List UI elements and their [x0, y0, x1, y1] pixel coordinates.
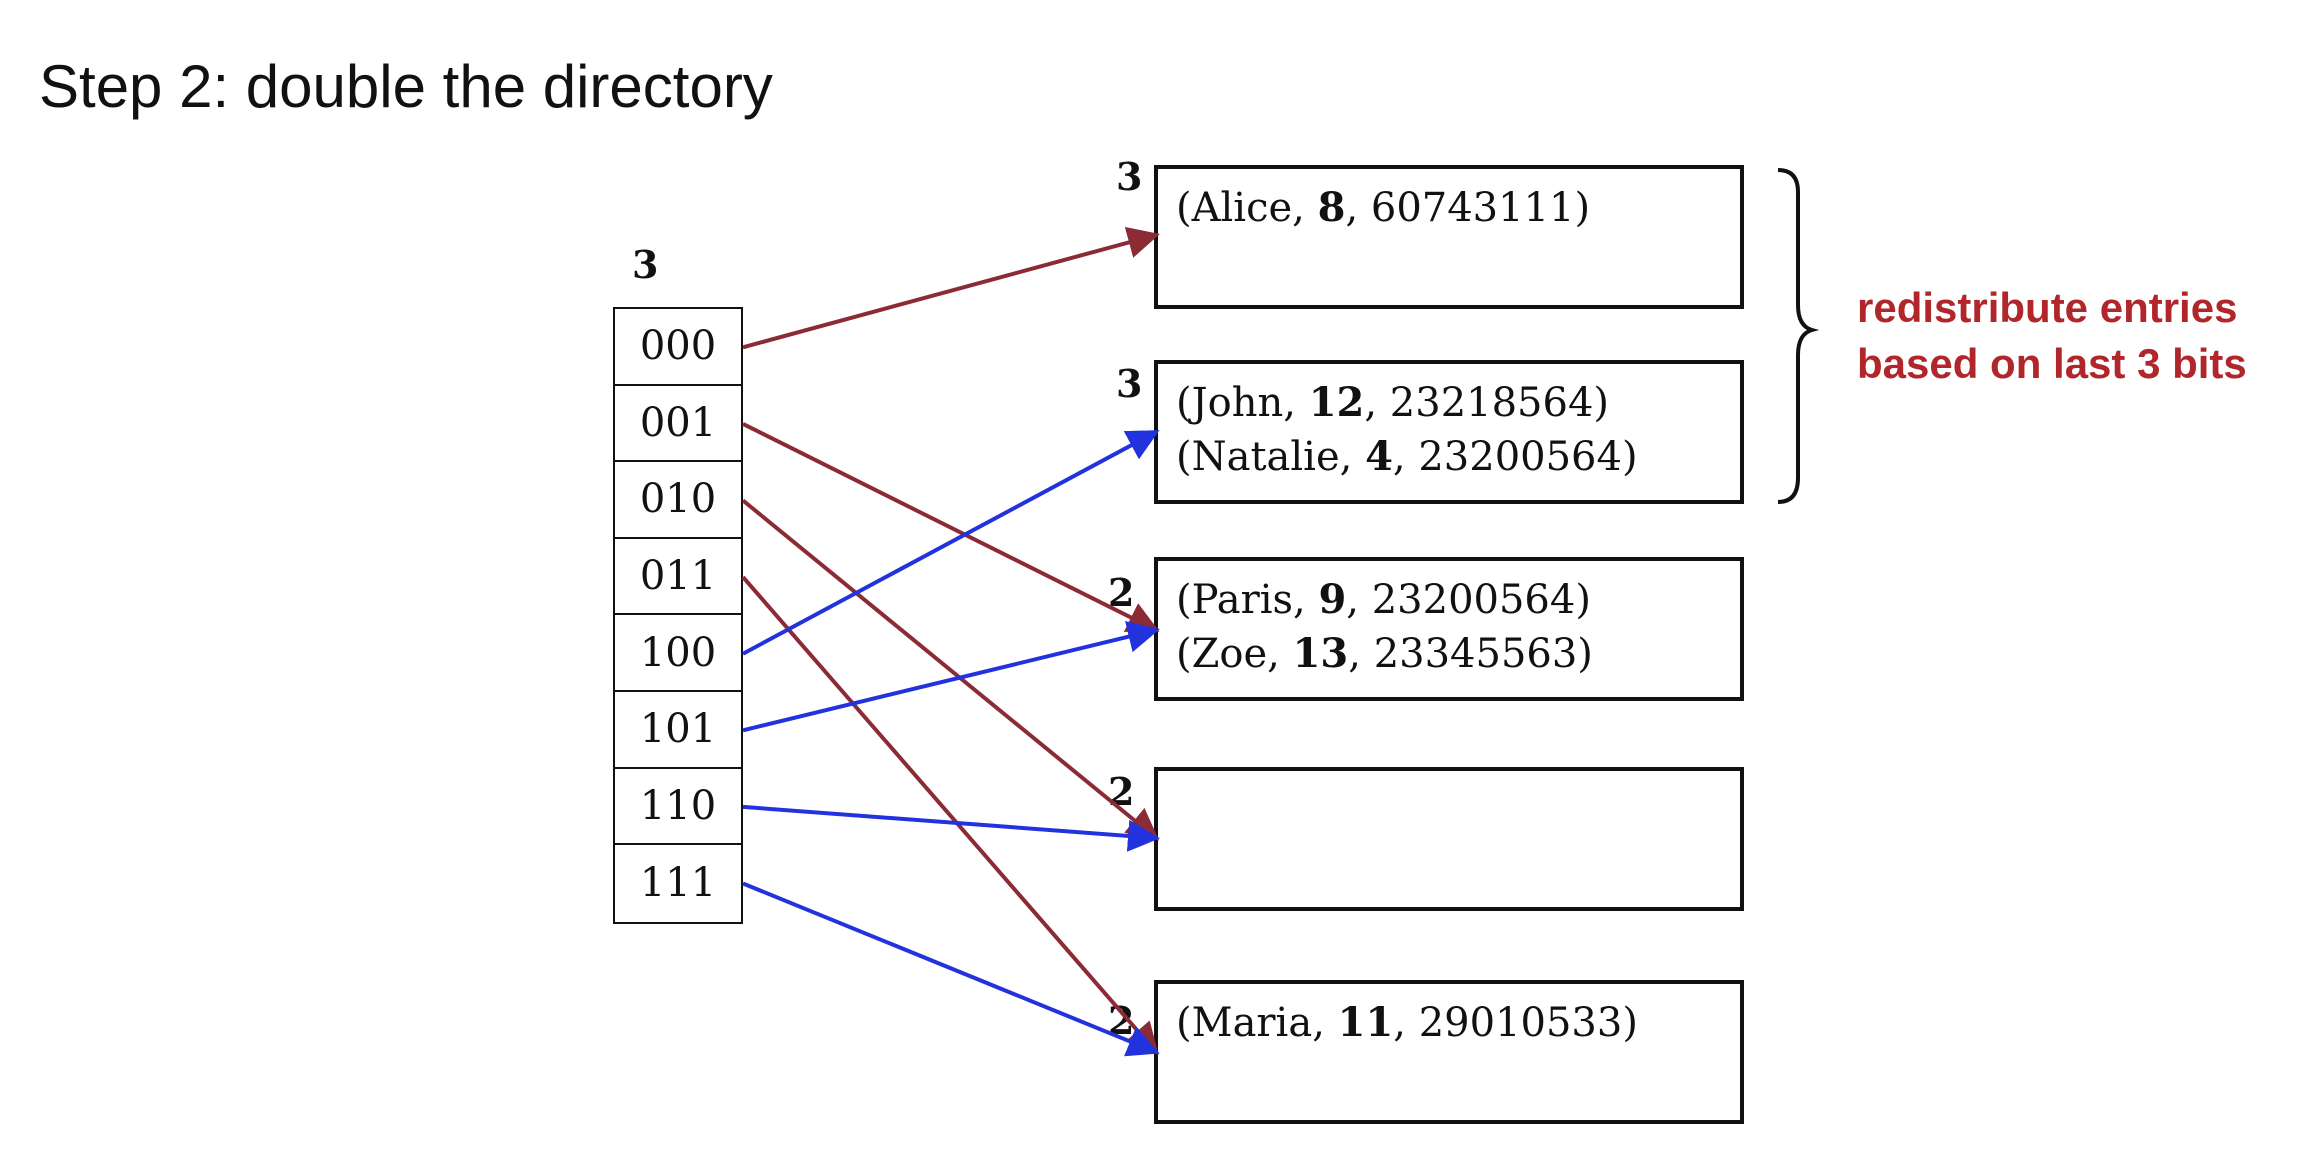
pointer-arrow-001 [742, 422, 1160, 632]
directory-slot-010: 010 [615, 462, 741, 539]
directory-table: 000 001 010 011 100 101 110 111 [613, 307, 743, 924]
directory-slot-110: 110 [615, 769, 741, 846]
bucket-4: (Maria, 11, 29010533) [1154, 980, 1744, 1124]
directory-slot-001: 001 [615, 386, 741, 463]
pointer-arrow-100 [742, 430, 1160, 656]
bucket-entry: (Zoe, 13, 23345563) [1176, 630, 1593, 677]
page-title: Step 2: double the directory [39, 53, 773, 120]
pointer-arrow-011 [741, 575, 1159, 1056]
bucket-1: (John, 12, 23218564) (Natalie, 4, 232005… [1154, 360, 1744, 504]
directory-slot-011: 011 [615, 539, 741, 616]
bucket-1-depth: 3 [1116, 361, 1143, 406]
directory-slot-100: 100 [615, 615, 741, 692]
bucket-entry: (Natalie, 4, 23200564) [1176, 433, 1638, 480]
bucket-entry: (Maria, 11, 29010533) [1176, 999, 1638, 1046]
bucket-0: (Alice, 8, 60743111) [1154, 165, 1744, 309]
bucket-0-depth: 3 [1116, 154, 1143, 199]
pointer-arrow-111 [742, 881, 1160, 1057]
right-brace [1777, 168, 1820, 504]
bucket-entry: (John, 12, 23218564) [1176, 379, 1609, 426]
directory-slot-111: 111 [639, 860, 717, 907]
global-depth-label: 3 [632, 242, 659, 287]
bucket-entry: (Alice, 8, 60743111) [1176, 184, 1591, 231]
pointer-arrow-010 [741, 498, 1160, 841]
annotation-line-1: redistribute entries [1857, 284, 2238, 331]
pointer-arrow-110 [742, 804, 1160, 852]
pointer-arrow-000 [742, 226, 1160, 350]
pointer-arrow-101 [742, 621, 1160, 733]
directory-slot-101: 101 [615, 692, 741, 769]
directory-slot-000: 000 [615, 309, 741, 386]
bucket-2: (Paris, 9, 23200564) (Zoe, 13, 23345563) [1154, 557, 1744, 701]
bucket-entry: (Paris, 9, 23200564) [1176, 576, 1591, 623]
annotation-line-2: based on last 3 bits [1857, 340, 2247, 387]
redistribute-annotation: redistribute entries based on last 3 bit… [1857, 280, 2247, 392]
